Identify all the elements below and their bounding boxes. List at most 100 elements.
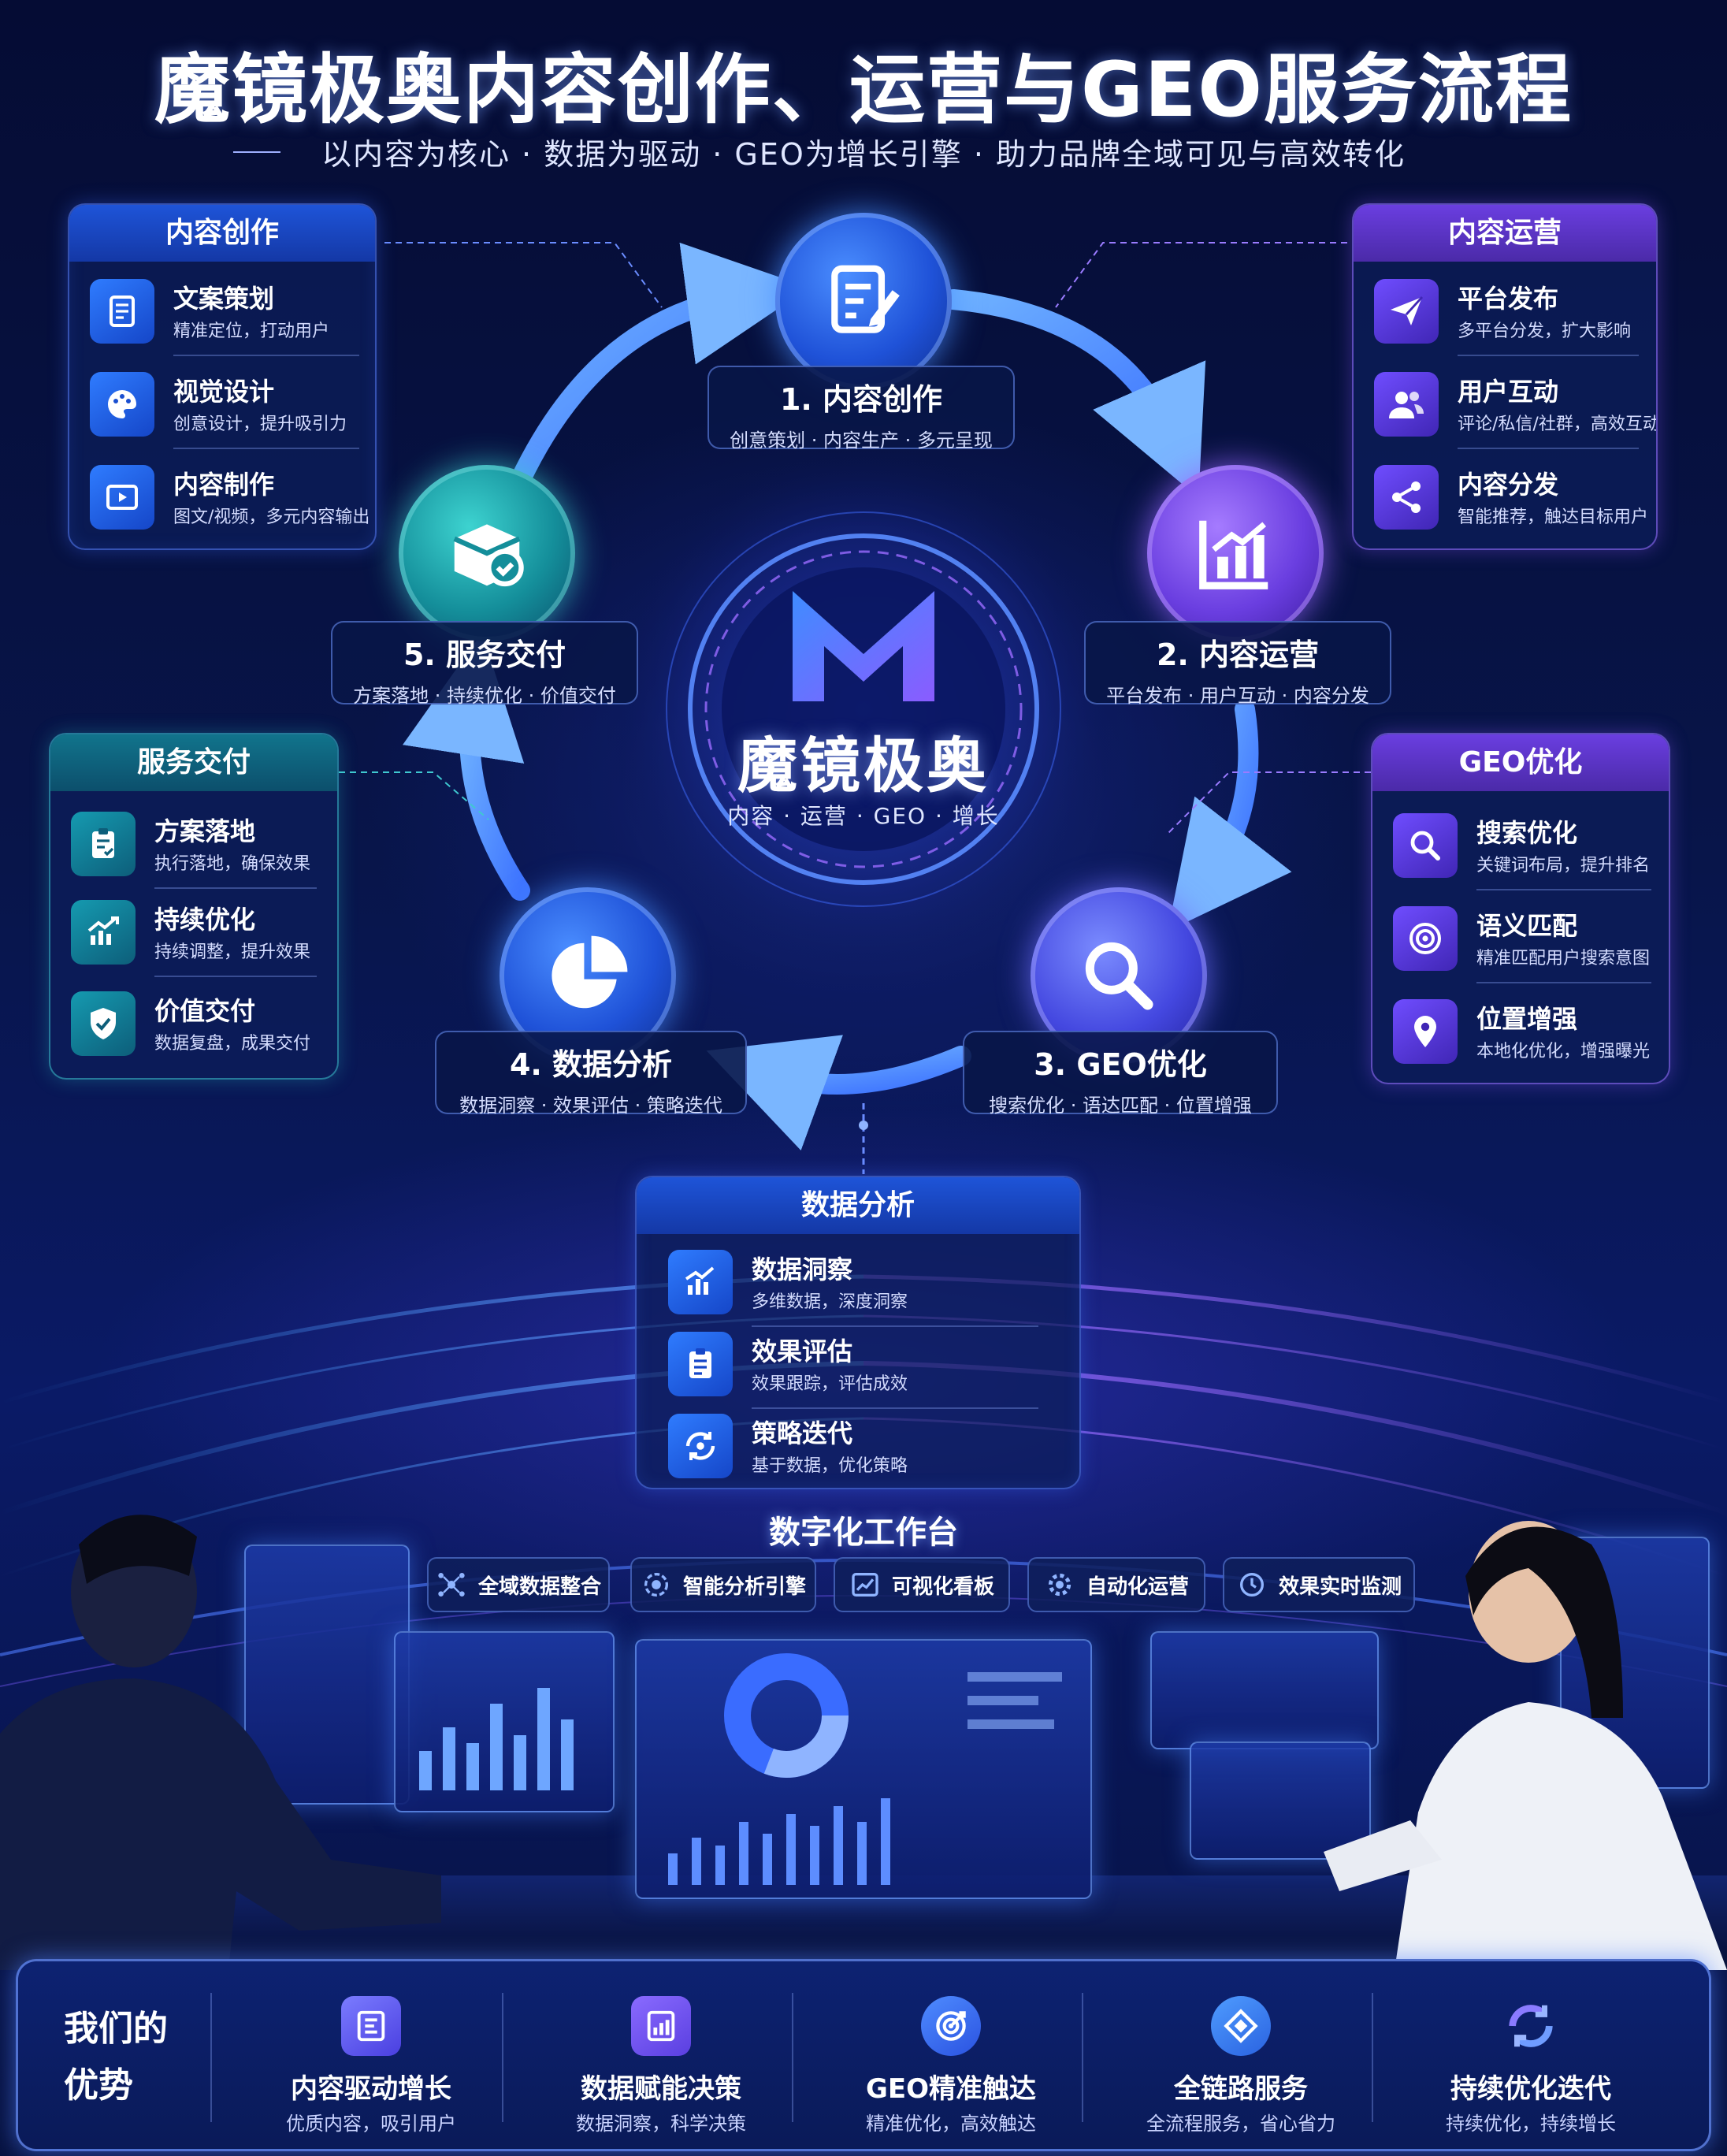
item-platform-publish-desc: 多平台分发，扩大影响 xyxy=(1458,322,1632,341)
feature-analysis-engine[interactable]: 智能分析引擎 xyxy=(630,1557,816,1612)
advantage-continuous-iteration[interactable]: 持续优化迭代 持续优化，持续增长 xyxy=(1389,1961,1673,2154)
arrow-step4-to-step5 xyxy=(403,632,530,901)
advantage-content-growth[interactable]: 内容驱动增长 优质内容，吸引用户 xyxy=(229,1961,513,2154)
step-1-label[interactable]: 1. 内容创作 创意策划 · 内容生产 · 多元呈现 xyxy=(708,366,1015,452)
feature-visual-dashboard[interactable]: 可视化看板 xyxy=(834,1557,1010,1612)
advantage-data-decision[interactable]: 数据赋能决策 数据洞察，科学决策 xyxy=(519,1961,803,2154)
divider xyxy=(154,976,317,977)
divider xyxy=(1476,982,1651,983)
step-5-title: 5. 服务交付 xyxy=(403,638,566,672)
divider xyxy=(1082,1993,1083,2122)
step-4-title: 4. 数据分析 xyxy=(509,1047,673,1082)
item-location-boost-desc: 本地化优化，增强曝光 xyxy=(1476,1042,1651,1061)
advantage-data-decision-desc: 数据洞察，科学决策 xyxy=(576,2113,746,2135)
step-3-label[interactable]: 3. GEO优化 搜索优化 · 语达匹配 · 位置增强 xyxy=(963,1031,1278,1117)
clock-monitor-icon xyxy=(1239,1573,1264,1597)
step-1-desc: 创意策划 · 内容生产 · 多元呈现 xyxy=(730,429,993,452)
advantages-bar: 我们的 优势 内容驱动增长 优质内容，吸引用户 数据赋能决策 数据洞察，科学决策… xyxy=(16,1959,1711,2151)
item-effect-evaluation-desc: 效果跟踪，评估成效 xyxy=(752,1374,908,1394)
advantage-full-service-desc: 全流程服务，省心省力 xyxy=(1146,2113,1335,2135)
step-5-circle[interactable] xyxy=(399,465,575,641)
target-icon xyxy=(1393,906,1458,971)
advantage-full-service-title: 全链路服务 xyxy=(1174,2073,1308,2105)
advantages-heading-line1: 我们的 xyxy=(64,2009,168,2049)
network-hub-icon xyxy=(438,1573,465,1597)
package-check-icon xyxy=(453,524,524,587)
users-icon xyxy=(1374,372,1439,437)
item-continuous-optimization-desc: 持续调整，提升效果 xyxy=(154,942,311,962)
item-user-interaction-desc: 评论/私信/社群，高效互动 xyxy=(1458,414,1658,434)
step-2-circle[interactable] xyxy=(1147,465,1324,641)
center-tagline: 内容 · 运营 · GEO · 增长 xyxy=(727,803,1000,829)
pie-chart-icon xyxy=(552,935,628,1009)
item-plan-implementation-desc: 执行落地，确保效果 xyxy=(154,854,311,874)
item-plan-implementation-title: 方案落地 xyxy=(154,816,256,846)
divider xyxy=(1458,448,1639,449)
divider xyxy=(154,887,317,889)
panel-geo-optimization: GEO优化 搜索优化 关键词布局，提升排名 语义匹配 精准匹配用户搜索意图 位置… xyxy=(1371,733,1670,1084)
feature-auto-operation[interactable]: 自动化运营 xyxy=(1027,1557,1205,1612)
brand-m-logo xyxy=(793,591,934,701)
panel-geo-optimization-title: GEO优化 xyxy=(1372,734,1669,791)
item-semantic-matching-desc: 精准匹配用户搜索意图 xyxy=(1476,949,1651,968)
workbench-title: 数字化工作台 xyxy=(769,1515,958,1551)
data-report-icon xyxy=(631,1996,691,2056)
edit-document-icon xyxy=(831,265,900,333)
connector-delivery xyxy=(339,771,489,820)
dashboard-chart-icon xyxy=(852,1573,878,1597)
step-4-desc: 数据洞察 · 效果评估 · 策略迭代 xyxy=(459,1095,722,1117)
center-ring-thin xyxy=(666,511,1061,907)
location-pin-icon xyxy=(1393,999,1458,1064)
bullseye-icon xyxy=(921,1996,981,2056)
advantage-full-service[interactable]: 全链路服务 全流程服务，省心省力 xyxy=(1099,1961,1383,2154)
item-value-delivery-title: 价值交付 xyxy=(154,996,256,1026)
loop-arrows-icon xyxy=(1501,1996,1561,2056)
bar-chart-icon xyxy=(1199,520,1268,589)
item-copywriting-desc: 精准定位，打动用户 xyxy=(173,322,330,341)
center-ring-dashed xyxy=(704,550,1023,868)
item-strategy-iteration-desc: 基于数据，优化策略 xyxy=(752,1456,908,1476)
advantage-continuous-iteration-title: 持续优化迭代 xyxy=(1450,2073,1611,2105)
panel-service-delivery: 服务交付 方案落地 执行落地，确保效果 持续优化 持续调整，提升效果 价值交付 … xyxy=(49,733,339,1080)
advantage-geo-reach-title: GEO精准触达 xyxy=(865,2073,1037,2105)
monitor-bar-chart xyxy=(419,1688,574,1790)
advantages-heading: 我们的 优势 xyxy=(64,2001,168,2114)
divider xyxy=(173,355,359,356)
feature-realtime-monitor-label: 效果实时监测 xyxy=(1278,1574,1402,1599)
item-platform-publish-title: 平台发布 xyxy=(1458,284,1559,314)
item-strategy-iteration-title: 策略迭代 xyxy=(752,1418,853,1448)
advantage-content-growth-title: 内容驱动增长 xyxy=(291,2073,451,2105)
panel-content-creation-title: 内容创作 xyxy=(69,205,375,262)
link-chain-icon xyxy=(1211,1996,1271,2056)
palette-icon xyxy=(90,372,154,437)
step-4-label[interactable]: 4. 数据分析 数据洞察 · 效果评估 · 策略迭代 xyxy=(435,1031,747,1117)
item-copywriting-title: 文案策划 xyxy=(173,284,275,314)
paper-plane-icon xyxy=(1374,279,1439,344)
connector-operation xyxy=(1055,242,1347,308)
step-5-desc: 方案落地 · 持续优化 · 价值交付 xyxy=(353,685,616,707)
step-2-title: 2. 内容运营 xyxy=(1156,638,1320,672)
advantage-content-growth-desc: 优质内容，吸引用户 xyxy=(286,2113,456,2135)
item-user-interaction-title: 用户互动 xyxy=(1458,377,1559,407)
item-visual-design-desc: 创意设计，提升吸引力 xyxy=(173,414,347,434)
step-3-title: 3. GEO优化 xyxy=(1034,1047,1207,1082)
panel-content-operation: 内容运营 平台发布 多平台分发，扩大影响 用户互动 评论/私信/社群，高效互动 … xyxy=(1352,203,1658,550)
advantage-geo-reach[interactable]: GEO精准触达 精准优化，高效触达 xyxy=(809,1961,1093,2154)
step-5-label[interactable]: 5. 服务交付 方案落地 · 持续优化 · 价值交付 xyxy=(331,621,638,707)
step-1-circle[interactable] xyxy=(775,213,952,389)
left-monitor xyxy=(244,1545,410,1805)
gear-icon xyxy=(1048,1573,1071,1597)
feature-analysis-engine-label: 智能分析引擎 xyxy=(682,1574,806,1599)
gear-brain-icon xyxy=(644,1573,668,1597)
magnifier-icon xyxy=(1085,942,1153,1010)
step-2-label[interactable]: 2. 内容运营 平台发布 · 用户互动 · 内容分发 xyxy=(1084,621,1391,707)
feature-realtime-monitor[interactable]: 效果实时监测 xyxy=(1223,1557,1415,1612)
page-title: 魔镜极奥内容创作、运营与GEO服务流程 xyxy=(154,46,1573,134)
item-data-insight-title: 数据洞察 xyxy=(752,1255,853,1284)
page-subtitle: 以内容为核心 · 数据为驱动 · GEO为增长引擎 · 助力品牌全域可见与高效转… xyxy=(321,137,1406,172)
feature-data-integration[interactable]: 全域数据整合 xyxy=(427,1557,610,1612)
divider xyxy=(173,448,359,449)
item-visual-design-title: 视觉设计 xyxy=(173,377,275,407)
advantage-continuous-iteration-desc: 持续优化，持续增长 xyxy=(1446,2113,1616,2135)
share-icon xyxy=(1374,465,1439,530)
